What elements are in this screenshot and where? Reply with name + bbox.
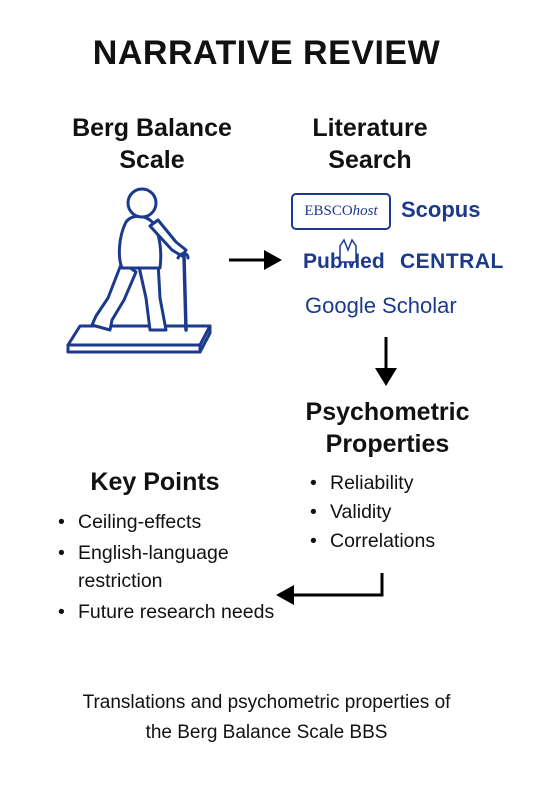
- page-title: NARRATIVE REVIEW: [92, 34, 441, 72]
- list-item: Validity: [308, 498, 508, 527]
- key-points-heading: Key Points: [90, 468, 220, 496]
- berg-balance-scale-heading: Berg Balance Scale: [52, 112, 252, 176]
- right-arrow-icon: [229, 250, 282, 270]
- google-scholar-logo: Google Scholar: [305, 293, 457, 318]
- list-item: Correlations: [308, 527, 508, 556]
- psychometric-list: Reliability Validity Correlations: [308, 469, 508, 556]
- berg-heading-line2: Scale: [119, 146, 185, 174]
- caption: Translations and psychometric properties…: [0, 688, 533, 748]
- pubmed-accent-icon: [339, 238, 357, 263]
- berg-heading-line1: Berg Balance: [72, 114, 232, 142]
- psychometric-heading-line1: Psychometric: [305, 398, 470, 426]
- psychometric-heading-line2: Properties: [325, 430, 450, 458]
- caption-line1: Translations and psychometric properties…: [82, 692, 451, 713]
- list-item: Ceiling-effects: [56, 508, 276, 536]
- central-logo: CENTRAL: [400, 250, 504, 273]
- psychometric-properties-heading: Psychometric Properties: [285, 396, 490, 460]
- list-item: Reliability: [308, 469, 508, 498]
- person-with-cane-icon: [66, 187, 212, 354]
- literature-heading-line1: Literature: [312, 114, 428, 142]
- ebsco-logo-host: host: [352, 203, 378, 219]
- list-item: English-language restriction: [56, 539, 278, 595]
- key-points-list: Ceiling-effects English-language restric…: [56, 508, 276, 629]
- down-arrow-icon: [375, 337, 397, 386]
- ebsco-logo-main: EBSCO: [304, 203, 353, 219]
- left-elbow-arrow-icon: [276, 573, 384, 605]
- literature-heading-line2: Search: [328, 146, 412, 174]
- literature-search-heading: Literature Search: [270, 112, 470, 176]
- caption-line2: the Berg Balance Scale BBS: [145, 722, 388, 743]
- scopus-logo: Scopus: [401, 197, 481, 222]
- list-item: Future research needs: [56, 598, 278, 626]
